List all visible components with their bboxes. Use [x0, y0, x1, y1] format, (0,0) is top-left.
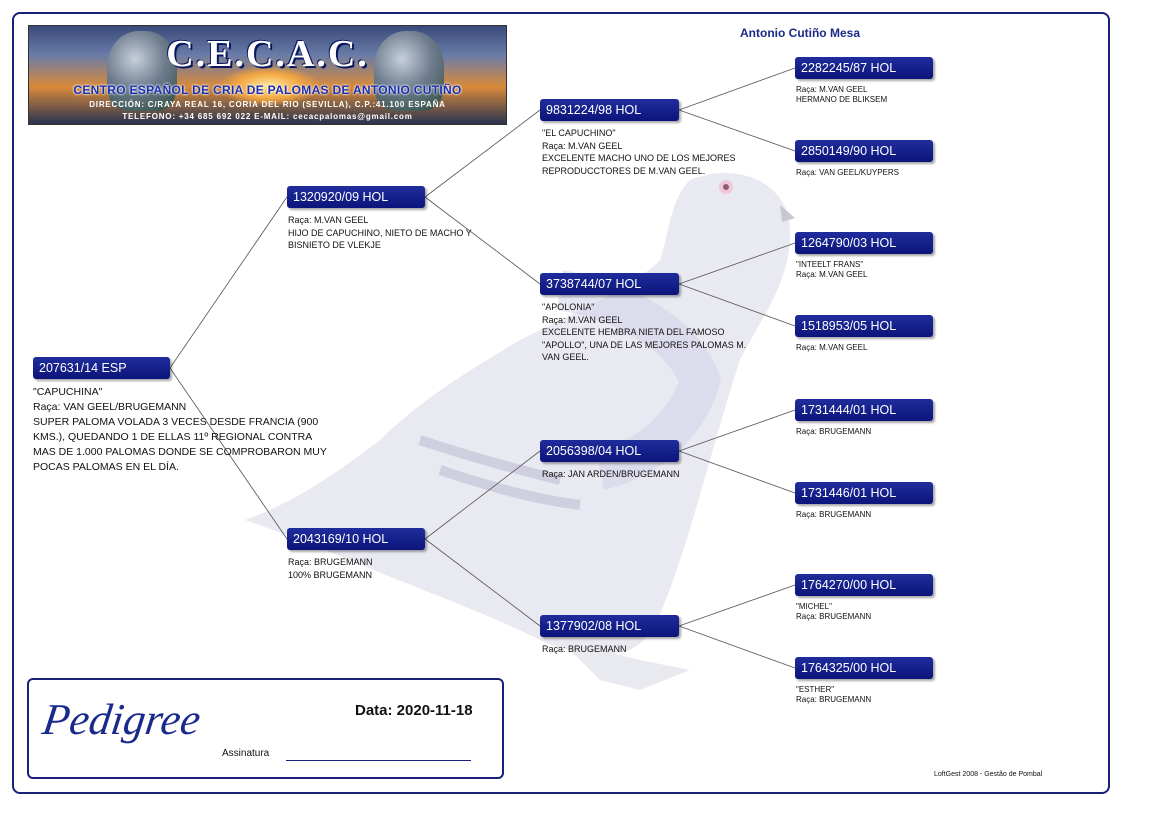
g3-ring-box-2[interactable]: 2850149/90 HOL [795, 140, 933, 162]
g3-info-4: Raça: M.VAN GEEL [796, 343, 868, 352]
pedigree-title: Pedigree [39, 695, 204, 744]
sunset-glow [219, 66, 319, 106]
pigeon-head-right-image [374, 31, 444, 111]
g3-ring-box-8[interactable]: 1764325/00 HOL [795, 657, 933, 679]
logo-text: C.E.C.A.C. [166, 33, 369, 75]
sire-info: Raça: M.VAN GEEL HIJO DE CAPUCHINO, NIET… [288, 215, 472, 250]
g3-info-3: "INTEELT FRANS" Raça: M.VAN GEEL [796, 260, 868, 279]
sire-dam-info: "APOLONIA" Raça: M.VAN GEEL EXCELENTE HE… [542, 302, 747, 362]
g3-info-6: Raça: BRUGEMANN [796, 510, 872, 519]
dam-sire-info: Raça: JAN ARDEN/BRUGEMANN [542, 469, 680, 479]
signature-label: Assinatura [222, 748, 270, 759]
banner-address: DIRECCIÓN: C/RAYA REAL 16, CORIA DEL RIO… [89, 100, 446, 109]
g3-info-1: Raça: M.VAN GEEL HERMANO DE BLIKSEM [796, 85, 888, 104]
sire-sire-info: "EL CAPUCHINO" Raça: M.VAN GEEL EXCELENT… [542, 128, 736, 176]
g3-info-2: Raça: VAN GEEL/KUYPERS [796, 168, 899, 177]
g3-ring-box-4[interactable]: 1518953/05 HOL [795, 315, 933, 337]
g3-ring-box-7[interactable]: 1764270/00 HOL [795, 574, 933, 596]
date-label: Data: 2020-11-18 [355, 702, 473, 719]
g3-ring-box-6[interactable]: 1731446/01 HOL [795, 482, 933, 504]
software-credit: LoftGest 2008 - Gestão de Pombal [934, 771, 1043, 778]
subject-info: "CAPUCHINA" Raça: VAN GEEL/BRUGEMANN SUP… [33, 386, 327, 473]
sire-dam-ring-box[interactable]: 3738744/07 HOL [540, 273, 679, 295]
g3-info-8: "ESTHER" Raça: BRUGEMANN [796, 685, 872, 704]
dam-dam-info: Raça: BRUGEMANN [542, 644, 627, 654]
g3-ring-box-5[interactable]: 1731444/01 HOL [795, 399, 933, 421]
owner-name: Antonio Cutiño Mesa [740, 26, 860, 40]
footer-panel: Pedigree Data: 2020-11-18 Assinatura [27, 678, 504, 779]
g3-ring-box-1[interactable]: 2282245/87 HOL [795, 57, 933, 79]
dam-sire-ring-box[interactable]: 2056398/04 HOL [540, 440, 679, 462]
sire-sire-ring-box[interactable]: 9831224/98 HOL [540, 99, 679, 121]
page-frame [12, 12, 1110, 794]
sire-ring-box[interactable]: 1320920/09 HOL [287, 186, 425, 208]
banner-subtitle: CENTRO ESPAÑOL DE CRIA DE PALOMAS DE ANT… [73, 83, 462, 97]
dam-dam-ring-box[interactable]: 1377902/08 HOL [540, 615, 679, 637]
banner-contact: TELEFONO: +34 685 692 022 E-MAIL: cecacp… [122, 112, 413, 121]
header-banner: C.E.C.A.C. CENTRO ESPAÑOL DE CRIA DE PAL… [28, 25, 507, 125]
g3-info-5: Raça: BRUGEMANN [796, 427, 872, 436]
dam-info: Raça: BRUGEMANN 100% BRUGEMANN [288, 557, 373, 580]
signature-line[interactable] [286, 760, 471, 761]
pigeon-head-left-image [107, 31, 177, 111]
g3-info-7: "MICHEL" Raça: BRUGEMANN [796, 602, 872, 621]
dam-ring-box[interactable]: 2043169/10 HOL [287, 528, 425, 550]
g3-ring-box-3[interactable]: 1264790/03 HOL [795, 232, 933, 254]
subject-ring-box[interactable]: 207631/14 ESP [33, 357, 170, 379]
